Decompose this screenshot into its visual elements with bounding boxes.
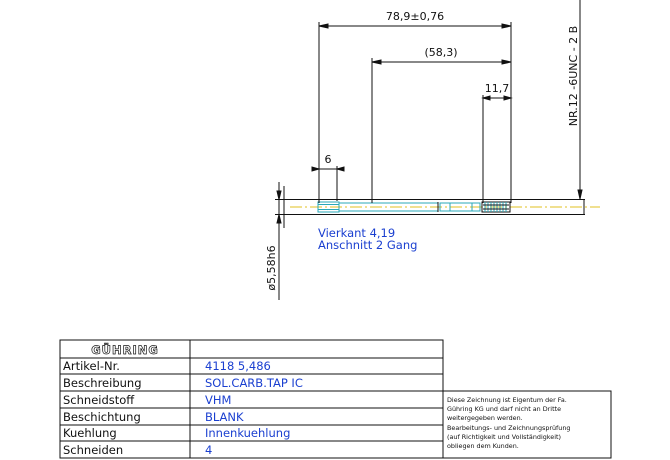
value-kuehlung: Innenkuehlung bbox=[205, 426, 290, 440]
disclaimer-line: Bearbeitungs- und Zeichnungsprüfung bbox=[447, 424, 570, 432]
reference-length-label: (58,3) bbox=[424, 46, 457, 59]
thread-length-label: 11,7 bbox=[485, 82, 510, 95]
dimension-lines bbox=[275, 0, 585, 300]
note-square: Vierkant 4,19 bbox=[318, 226, 395, 240]
overall-length-label: 78,9±0,76 bbox=[386, 10, 444, 23]
notes: Vierkant 4,19 Anschnitt 2 Gang bbox=[318, 226, 417, 252]
dimension-texts: 78,9±0,76 (58,3) 11,7 6 ø5,58h6 NR.12 -6… bbox=[265, 10, 580, 291]
gühring-logo: GÜHRING bbox=[91, 342, 159, 357]
label-artikel-nr: Artikel-Nr. bbox=[63, 359, 120, 373]
title-block-labels: Artikel-Nr. Beschreibung Schneidstoff Be… bbox=[63, 359, 142, 457]
title-block bbox=[59, 339, 612, 459]
value-beschichtung: BLANK bbox=[205, 410, 244, 424]
thread-spec-label: NR.12 -6UNC - 2 B bbox=[567, 26, 580, 126]
disclaimer-line: weitergegeben werden. bbox=[447, 414, 523, 422]
label-beschreibung: Beschreibung bbox=[63, 376, 142, 390]
diameter-label: ø5,58h6 bbox=[265, 245, 278, 290]
value-schneiden: 4 bbox=[205, 443, 212, 457]
value-artikel-nr: 4118 5,486 bbox=[205, 359, 271, 373]
disclaimer-line: Gühring KG und darf nicht an Dritte bbox=[447, 405, 561, 413]
label-kuehlung: Kuehlung bbox=[63, 426, 117, 440]
note-chamfer: Anschnitt 2 Gang bbox=[318, 238, 417, 252]
disclaimer-line: obliegen dem Kunden. bbox=[447, 442, 519, 450]
disclaimer-line: (auf Richtigkeit und Vollständigkeit) bbox=[447, 433, 561, 441]
label-schneidstoff: Schneidstoff bbox=[63, 393, 135, 407]
label-beschichtung: Beschichtung bbox=[63, 410, 141, 424]
tool-profile bbox=[283, 186, 600, 228]
disclaimer-line: Diese Zeichnung ist Eigentum der Fa. bbox=[447, 396, 567, 404]
square-length-label: 6 bbox=[325, 153, 332, 166]
title-block-values: 4118 5,486 SOL.CARB.TAP IC VHM BLANK Inn… bbox=[205, 359, 303, 457]
value-schneidstoff: VHM bbox=[205, 393, 231, 407]
value-beschreibung: SOL.CARB.TAP IC bbox=[205, 376, 303, 390]
disclaimer-text: Diese Zeichnung ist Eigentum der Fa. Güh… bbox=[447, 396, 570, 450]
label-schneiden: Schneiden bbox=[63, 443, 123, 457]
